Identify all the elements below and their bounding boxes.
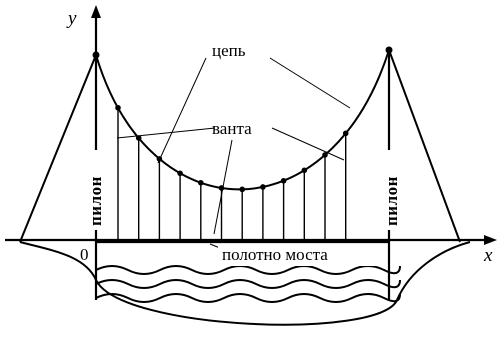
chain-node <box>115 104 121 111</box>
water-wave-1 <box>95 265 401 275</box>
cable-leader-line-left <box>116 127 216 139</box>
right-stay-cable <box>388 49 461 243</box>
chain-node <box>177 170 183 177</box>
cable-leader-line-mid <box>213 139 233 235</box>
x-axis-arrow <box>484 235 497 245</box>
chain-node <box>239 186 245 193</box>
deck-label: полотно моста <box>222 245 328 264</box>
chain-leader-line <box>269 57 351 109</box>
y-axis-label: y <box>66 8 77 29</box>
cable-leader-line-right <box>271 127 345 161</box>
origin-label: 0 <box>80 245 89 264</box>
chain-label: цепь <box>212 41 246 60</box>
water-wave-3 <box>95 293 401 303</box>
y-axis-arrow <box>91 5 101 18</box>
cable-label: ванта <box>212 119 252 138</box>
chain-node <box>198 179 204 186</box>
chain-node <box>301 167 308 174</box>
left-stay-cable <box>19 54 97 243</box>
chain-node <box>260 184 266 190</box>
riverbed-curve <box>19 241 471 326</box>
water-wave-2 <box>95 279 401 289</box>
chain-node <box>322 152 328 158</box>
chain-node <box>342 130 349 137</box>
left-pylon-label: пилон <box>86 176 105 226</box>
x-axis-label: x <box>483 245 493 266</box>
right-pylon-label: пилон <box>382 176 401 226</box>
chain-leader-line-2 <box>157 57 207 164</box>
hanger-cables <box>117 107 347 242</box>
chain-node <box>135 135 142 141</box>
chain-node <box>280 177 287 184</box>
